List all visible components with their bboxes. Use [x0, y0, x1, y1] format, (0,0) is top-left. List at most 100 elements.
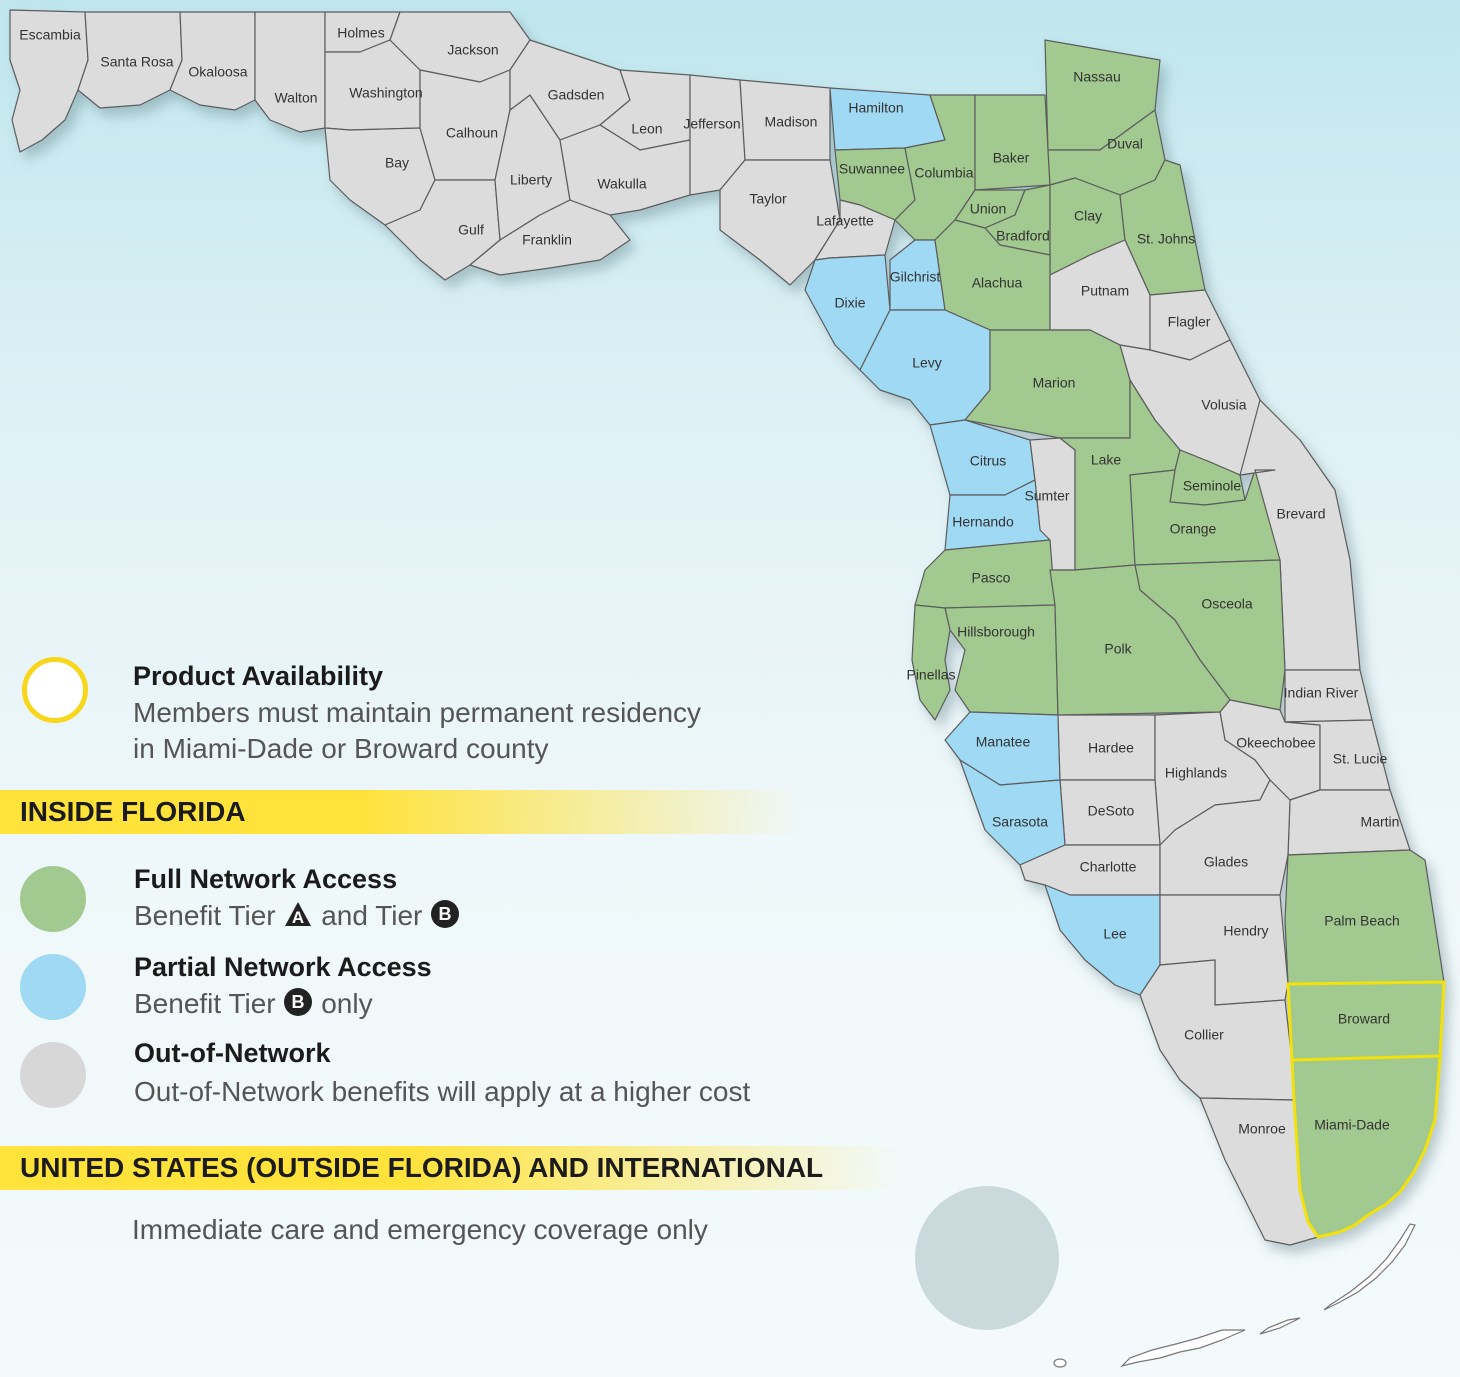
out-of-network-title: Out-of-Network	[134, 1038, 331, 1068]
county-label-monroe: Monroe	[1238, 1121, 1286, 1137]
county-label-st-lucie: St. Lucie	[1333, 751, 1388, 767]
county-label-santa-rosa: Santa Rosa	[100, 54, 173, 70]
out-of-network-swatch-icon	[20, 1042, 86, 1108]
county-label-lafayette: Lafayette	[816, 213, 874, 229]
svg-text:B: B	[292, 992, 305, 1012]
county-label-lee: Lee	[1103, 926, 1127, 942]
county-label-hendry: Hendry	[1223, 923, 1268, 939]
county-label-lake: Lake	[1091, 452, 1122, 468]
county-label-bay: Bay	[385, 155, 409, 171]
county-label-jefferson: Jefferson	[683, 116, 740, 132]
county-label-putnam: Putnam	[1081, 283, 1129, 299]
county-label-marion: Marion	[1033, 375, 1076, 391]
county-label-okaloosa: Okaloosa	[188, 64, 247, 80]
county-label-baker: Baker	[993, 150, 1030, 166]
county-label-dixie: Dixie	[834, 295, 865, 311]
county-franklin	[469, 199, 631, 276]
county-label-martin: Martin	[1361, 814, 1400, 830]
county-label-nassau: Nassau	[1073, 69, 1120, 85]
county-label-desoto: DeSoto	[1088, 803, 1135, 819]
county-label-clay: Clay	[1074, 208, 1102, 224]
county-label-sarasota: Sarasota	[992, 814, 1048, 830]
availability-line-1: Members must maintain permanent residenc…	[133, 697, 702, 728]
county-label-escambia: Escambia	[19, 27, 81, 43]
partial-network-swatch-icon	[20, 954, 86, 1020]
county-layer	[9, 9, 1445, 1246]
county-polk	[1049, 564, 1231, 716]
county-label-jackson: Jackson	[447, 42, 498, 58]
county-label-union: Union	[970, 201, 1007, 217]
decorative-circle	[915, 1186, 1059, 1330]
county-hamilton	[829, 87, 946, 151]
county-label-washington: Washington	[349, 85, 422, 101]
county-label-flagler: Flagler	[1168, 314, 1211, 330]
county-label-okeechobee: Okeechobee	[1236, 735, 1316, 751]
county-hillsborough	[944, 604, 1059, 716]
county-label-indian-river: Indian River	[1284, 685, 1359, 701]
partial-network-desc: Benefit Tier B only	[134, 988, 373, 1019]
county-miami-dade	[1291, 1055, 1441, 1238]
partial-network-title: Partial Network Access	[134, 952, 432, 982]
county-label-osceola: Osceola	[1201, 596, 1253, 612]
full-network-swatch-icon	[20, 866, 86, 932]
county-label-gilchrist: Gilchrist	[890, 269, 941, 285]
county-label-hamilton: Hamilton	[848, 100, 903, 116]
county-label-sumter: Sumter	[1024, 488, 1069, 504]
county-label-hillsborough: Hillsborough	[957, 624, 1035, 640]
availability-line-2: in Miami-Dade or Broward county	[133, 733, 549, 764]
county-label-levy: Levy	[912, 355, 942, 371]
county-label-seminole: Seminole	[1183, 478, 1242, 494]
county-label-brevard: Brevard	[1276, 506, 1325, 522]
county-label-pinellas: Pinellas	[906, 667, 955, 683]
svg-text:B: B	[439, 904, 452, 924]
county-label-st-johns: St. Johns	[1137, 231, 1195, 247]
county-label-collier: Collier	[1184, 1027, 1224, 1043]
county-label-leon: Leon	[631, 121, 662, 137]
outside-florida-desc: Immediate care and emergency coverage on…	[132, 1214, 708, 1245]
county-label-duval: Duval	[1107, 136, 1143, 152]
county-label-gulf: Gulf	[458, 222, 484, 238]
full-network-title: Full Network Access	[134, 864, 398, 894]
county-label-bradford: Bradford	[996, 228, 1050, 244]
county-label-charlotte: Charlotte	[1080, 859, 1137, 875]
out-of-network-desc: Out-of-Network benefits will apply at a …	[134, 1076, 751, 1107]
county-label-walton: Walton	[274, 90, 317, 106]
county-label-highlands: Highlands	[1165, 765, 1227, 781]
availability-ring-icon	[22, 657, 88, 723]
county-label-columbia: Columbia	[914, 165, 973, 181]
county-label-franklin: Franklin	[522, 232, 572, 248]
tier-b-icon: B	[284, 988, 313, 1016]
county-label-suwannee: Suwannee	[839, 161, 905, 177]
county-label-palm-beach: Palm Beach	[1324, 913, 1399, 929]
county-label-wakulla: Wakulla	[597, 176, 646, 192]
county-label-gadsden: Gadsden	[548, 87, 605, 103]
county-label-glades: Glades	[1204, 854, 1248, 870]
county-label-taylor: Taylor	[749, 191, 787, 207]
county-label-holmes: Holmes	[337, 25, 384, 41]
county-label-miami-dade: Miami-Dade	[1314, 1117, 1390, 1133]
county-pinellas	[911, 604, 951, 721]
county-baker	[974, 94, 1051, 191]
county-label-pasco: Pasco	[972, 570, 1011, 586]
county-okaloosa	[169, 11, 256, 111]
county-label-alachua: Alachua	[972, 275, 1023, 291]
tier-a-icon: A	[285, 902, 312, 927]
product-availability-outline	[1286, 980, 1446, 1239]
county-label-volusia: Volusia	[1201, 397, 1246, 413]
tier-b-icon: B	[431, 900, 460, 928]
county-label-orange: Orange	[1170, 521, 1217, 537]
full-network-desc: Benefit Tier A and Tier B	[134, 898, 460, 934]
county-label-polk: Polk	[1104, 641, 1132, 657]
inside-florida-heading: INSIDE FLORIDA	[0, 790, 800, 834]
county-st-lucie	[1284, 719, 1391, 791]
county-label-madison: Madison	[765, 114, 818, 130]
county-label-broward: Broward	[1338, 1011, 1390, 1027]
county-label-liberty: Liberty	[510, 172, 552, 188]
county-label-calhoun: Calhoun	[446, 125, 498, 141]
county-taylor	[719, 159, 841, 286]
availability-title: Product Availability	[133, 661, 384, 691]
county-label-hardee: Hardee	[1088, 740, 1134, 756]
florida-keys	[1053, 1223, 1416, 1368]
